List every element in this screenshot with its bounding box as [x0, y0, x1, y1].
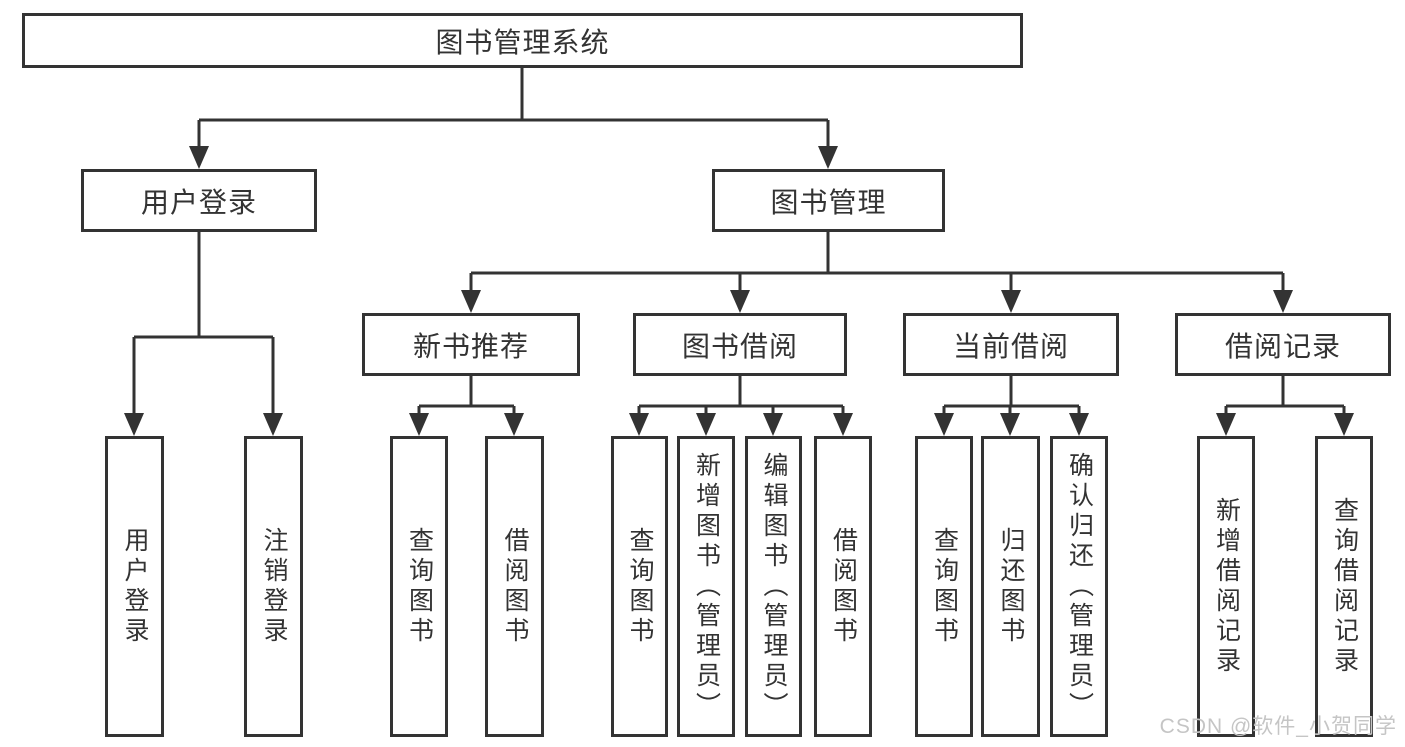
leaf-borrow-edit: 编辑图书（管理员） — [745, 436, 802, 737]
leaf-borrow-borrow-label: 借阅图书 — [829, 526, 858, 647]
leaf-newbook-query: 查询图书 — [390, 436, 448, 737]
leaf-logout: 注销登录 — [244, 436, 303, 737]
leaf-records-add: 新增借阅记录 — [1197, 436, 1255, 737]
node-user-login: 用户登录 — [81, 169, 317, 232]
node-book-mgmt: 图书管理 — [712, 169, 945, 232]
leaf-logout-label: 注销登录 — [260, 526, 288, 647]
leaf-borrow-add-label: 新增图书（管理员） — [692, 451, 721, 722]
leaf-user-login-label: 用户登录 — [121, 526, 149, 647]
leaf-current-return: 归还图书 — [981, 436, 1040, 737]
leaf-borrow-borrow: 借阅图书 — [814, 436, 872, 737]
node-user-login-label: 用户登录 — [140, 186, 257, 218]
leaf-borrow-query-label: 查询图书 — [626, 526, 654, 647]
leaf-newbook-borrow-label: 借阅图书 — [501, 526, 529, 647]
leaf-borrow-add: 新增图书（管理员） — [677, 436, 735, 737]
leaf-records-query: 查询借阅记录 — [1315, 436, 1373, 737]
leaf-current-confirm: 确认归还（管理员） — [1050, 436, 1108, 737]
leaf-user-login: 用户登录 — [105, 436, 164, 737]
leaf-records-add-label: 新增借阅记录 — [1212, 496, 1241, 677]
node-root: 图书管理系统 — [22, 13, 1023, 68]
leaf-current-return-label: 归还图书 — [997, 526, 1025, 647]
node-current-borrow: 当前借阅 — [903, 313, 1119, 376]
node-new-book-rec-label: 新书推荐 — [412, 330, 529, 362]
node-new-book-rec: 新书推荐 — [362, 313, 580, 376]
node-book-mgmt-label: 图书管理 — [770, 186, 887, 218]
node-borrow-records-label: 借阅记录 — [1224, 330, 1341, 362]
node-borrow-records: 借阅记录 — [1175, 313, 1391, 376]
leaf-records-query-label: 查询借阅记录 — [1330, 496, 1359, 677]
leaf-current-confirm-label: 确认归还（管理员） — [1065, 451, 1094, 722]
node-book-borrow: 图书借阅 — [633, 313, 847, 376]
leaf-borrow-query: 查询图书 — [611, 436, 668, 737]
node-current-borrow-label: 当前借阅 — [952, 330, 1069, 362]
node-book-borrow-label: 图书借阅 — [681, 330, 798, 362]
leaf-borrow-edit-label: 编辑图书（管理员） — [760, 451, 788, 722]
leaf-newbook-query-label: 查询图书 — [405, 526, 434, 647]
watermark: CSDN @软件_小贺同学 — [1159, 715, 1397, 738]
leaf-current-query-label: 查询图书 — [930, 526, 959, 647]
node-root-label: 图书管理系统 — [435, 26, 610, 58]
leaf-current-query: 查询图书 — [915, 436, 973, 737]
leaf-newbook-borrow: 借阅图书 — [485, 436, 544, 737]
